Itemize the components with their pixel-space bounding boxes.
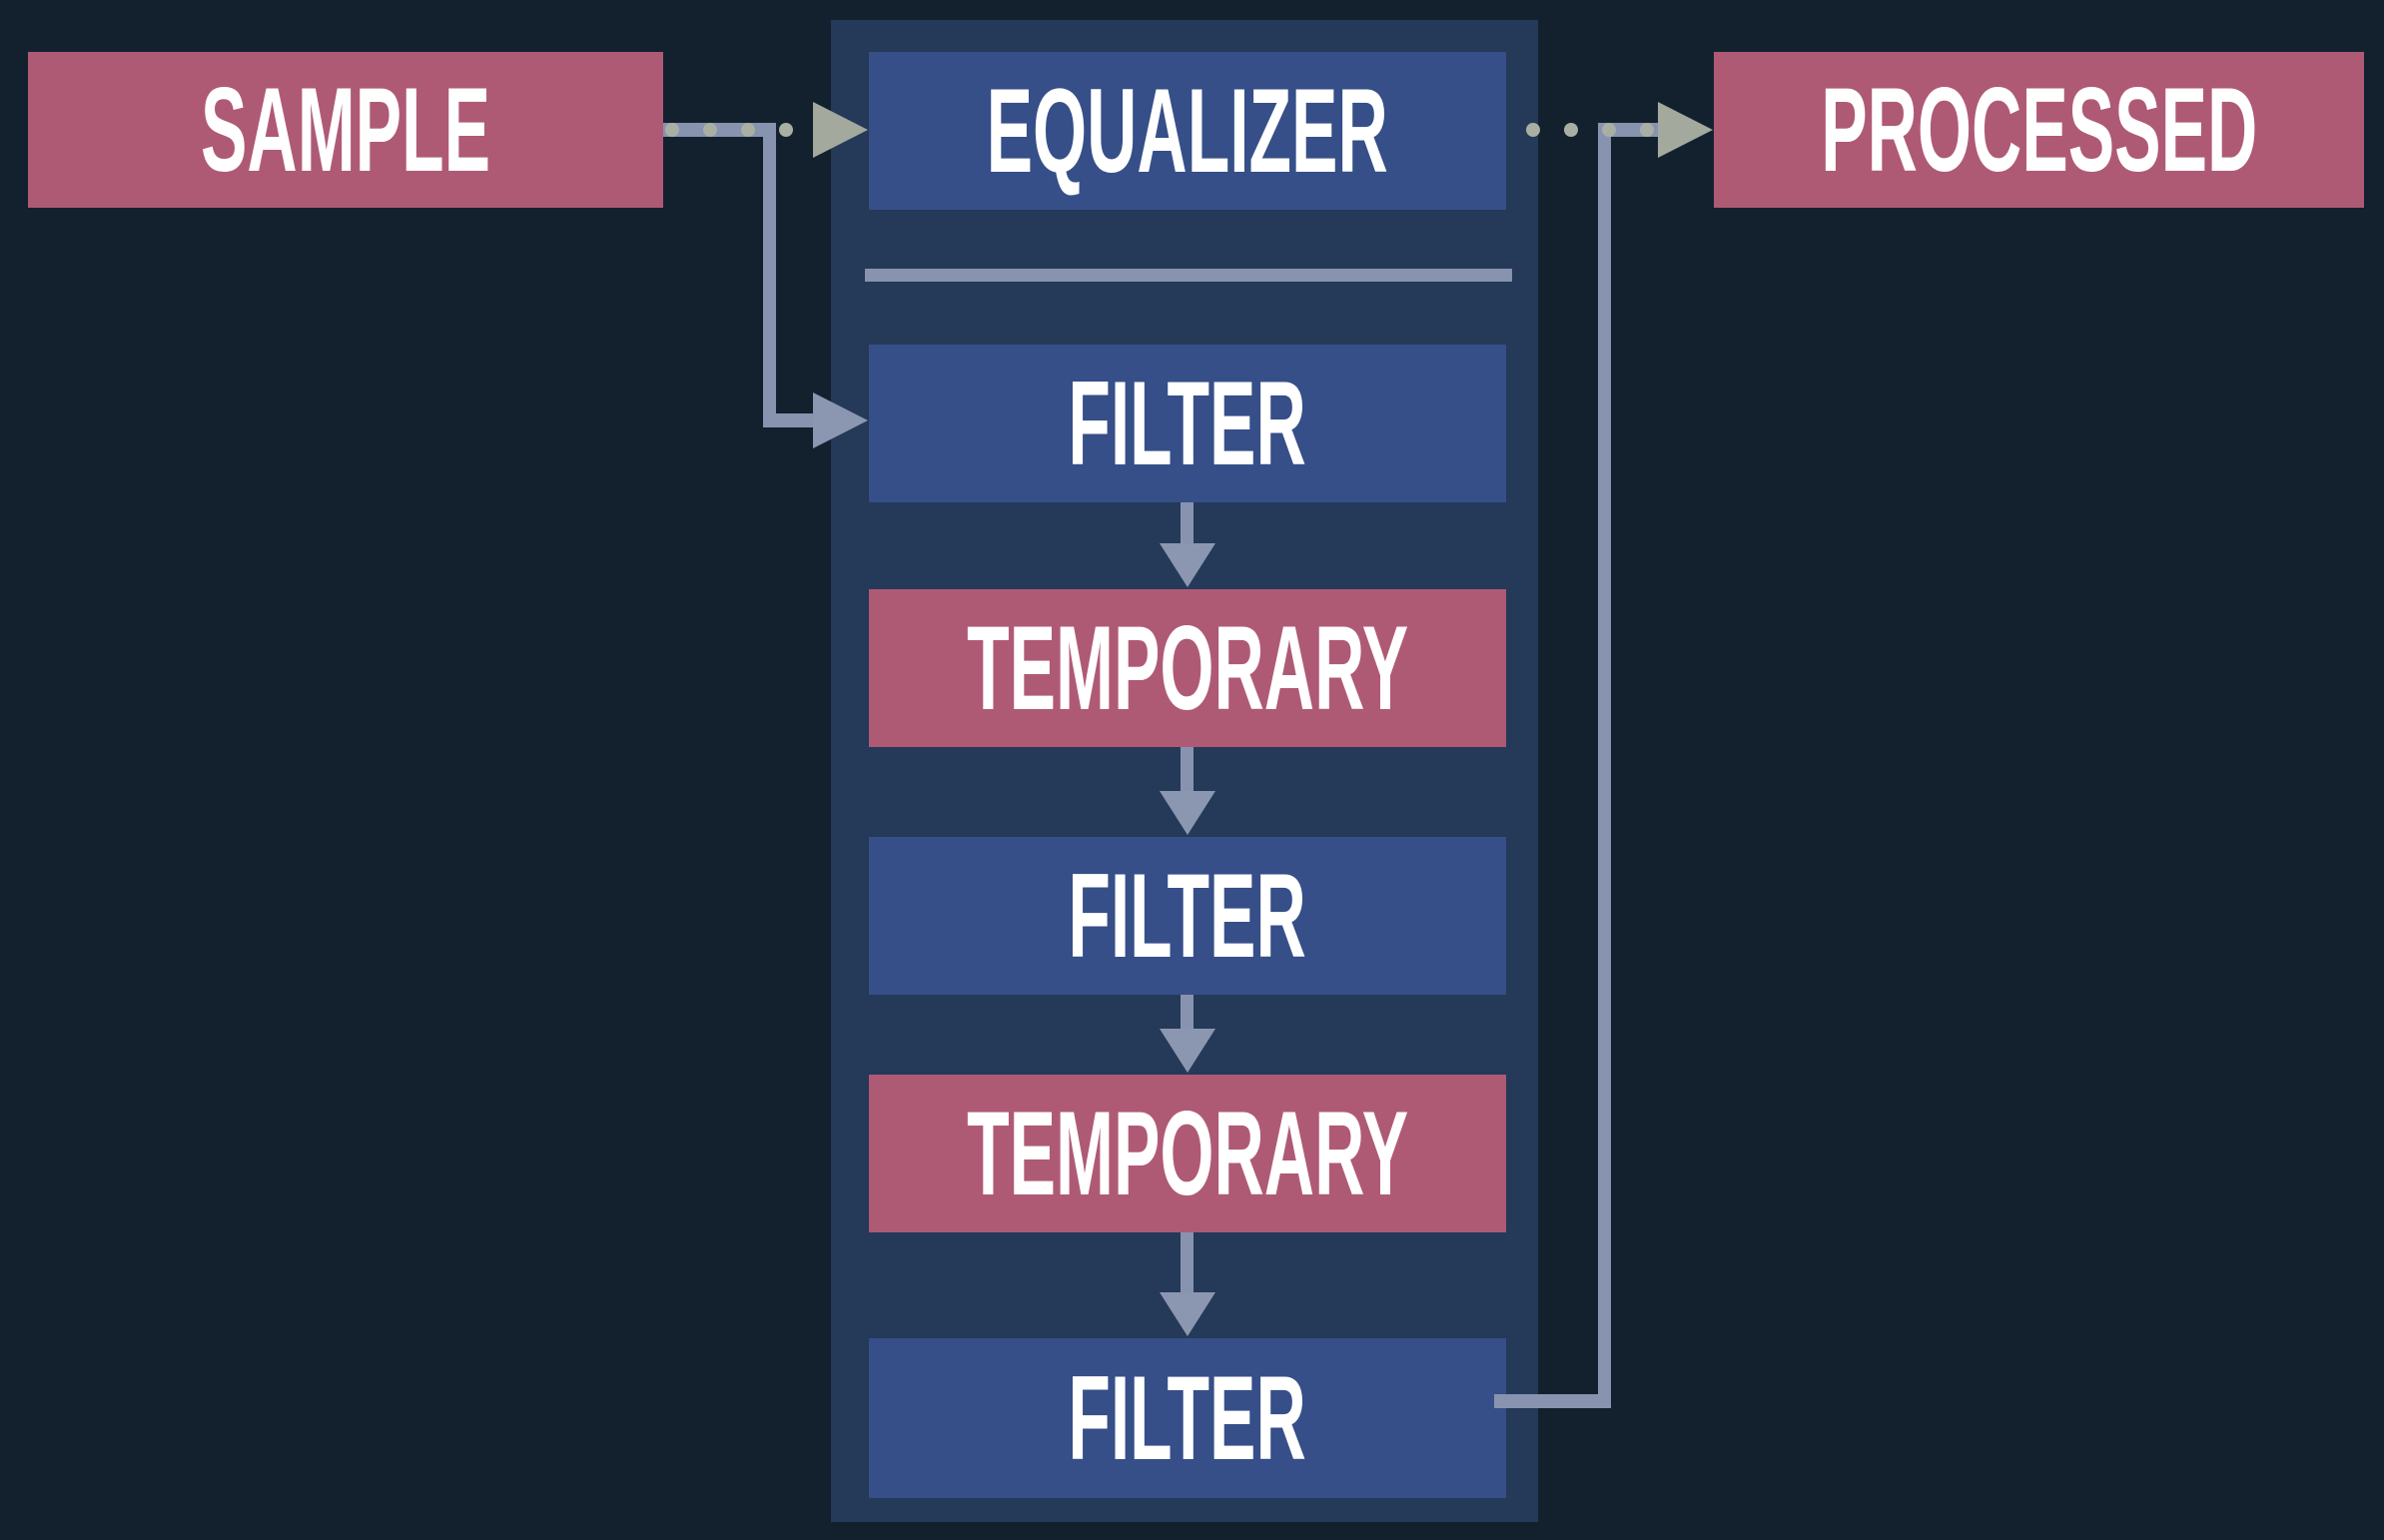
flow-dot bbox=[703, 123, 717, 137]
flow-dot bbox=[741, 123, 755, 137]
node-equalizer: EQUALIZER bbox=[869, 52, 1506, 210]
node-temporary-1-label: TEMPORARY bbox=[966, 601, 1409, 735]
node-filter-2: FILTER bbox=[869, 837, 1506, 995]
arrowhead-down-icon bbox=[1160, 543, 1215, 587]
node-temporary-1: TEMPORARY bbox=[869, 589, 1506, 747]
connector-filter2-temp2 bbox=[1181, 995, 1193, 1031]
arrowhead-down-icon bbox=[1160, 791, 1215, 835]
node-processed: PROCESSED bbox=[1714, 52, 2364, 208]
node-equalizer-label: EQUALIZER bbox=[986, 64, 1389, 198]
node-temporary-2: TEMPORARY bbox=[869, 1075, 1506, 1232]
node-filter-1-label: FILTER bbox=[1068, 357, 1307, 490]
flow-dot bbox=[1602, 123, 1616, 137]
connector-sample-branch-bottom bbox=[763, 413, 815, 427]
arrowhead-into-processed-icon bbox=[1658, 102, 1713, 158]
connector-temp1-filter2 bbox=[1181, 747, 1193, 793]
node-filter-3-label: FILTER bbox=[1068, 1351, 1307, 1485]
separator-line bbox=[865, 269, 1512, 282]
node-temporary-2-label: TEMPORARY bbox=[966, 1087, 1409, 1220]
connector-sample-branch-vertical bbox=[763, 123, 776, 427]
arrowhead-into-filter-icon bbox=[813, 392, 868, 448]
flow-dot bbox=[1640, 123, 1654, 137]
arrowhead-down-icon bbox=[1160, 1292, 1215, 1336]
flow-dot bbox=[665, 123, 679, 137]
connector-temp2-filter3 bbox=[1181, 1232, 1193, 1294]
node-sample-label: SAMPLE bbox=[200, 63, 491, 197]
flow-dot bbox=[779, 123, 793, 137]
connector-filter1-temp1 bbox=[1181, 502, 1193, 545]
flow-dot bbox=[1564, 123, 1578, 137]
node-filter-3: FILTER bbox=[869, 1338, 1506, 1498]
node-filter-2-label: FILTER bbox=[1068, 849, 1307, 983]
arrowhead-down-icon bbox=[1160, 1029, 1215, 1073]
connector-filter3-right bbox=[1494, 1394, 1611, 1408]
node-filter-1: FILTER bbox=[869, 345, 1506, 502]
connector-right-vertical bbox=[1598, 123, 1611, 1408]
node-sample: SAMPLE bbox=[28, 52, 663, 208]
flow-dot bbox=[1526, 123, 1540, 137]
connector-sample-branch-top bbox=[663, 123, 776, 137]
node-processed-label: PROCESSED bbox=[1820, 63, 2258, 197]
arrowhead-into-equalizer-icon bbox=[813, 102, 868, 158]
